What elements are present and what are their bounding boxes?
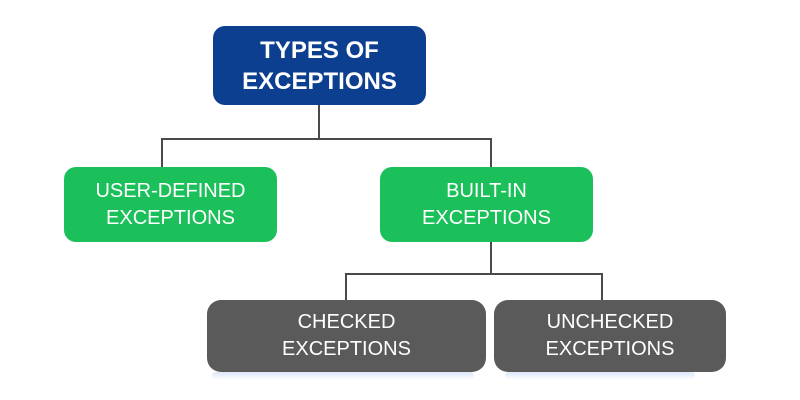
node-checked-line-2: EXCEPTIONS — [282, 338, 411, 360]
unchecked-node-shadow — [505, 372, 695, 380]
checked-node-shadow — [212, 372, 474, 380]
node-built-in-line-1: BUILT-IN — [446, 179, 527, 202]
node-checked-exceptions: CHECKED EXCEPTIONS — [207, 300, 486, 372]
node-types-of-exceptions: TYPES OF EXCEPTIONS — [213, 26, 426, 105]
node-built-in-exceptions: BUILT-IN EXCEPTIONS — [380, 167, 593, 242]
node-types-of-exceptions-line-2: EXCEPTIONS — [242, 67, 397, 95]
node-unchecked-exceptions: UNCHECKED EXCEPTIONS — [494, 300, 726, 372]
node-user-defined-line-1: USER-DEFINED — [95, 179, 246, 202]
node-user-defined-exceptions: USER-DEFINED EXCEPTIONS — [64, 167, 277, 242]
node-user-defined-line-2: EXCEPTIONS — [106, 206, 235, 229]
node-types-of-exceptions-line-1: TYPES OF — [260, 36, 379, 64]
node-unchecked-line-2: EXCEPTIONS — [545, 338, 675, 360]
node-checked-line-1: CHECKED — [297, 311, 396, 333]
node-unchecked-line-1: UNCHECKED — [546, 311, 674, 333]
node-built-in-line-2: EXCEPTIONS — [422, 206, 551, 229]
